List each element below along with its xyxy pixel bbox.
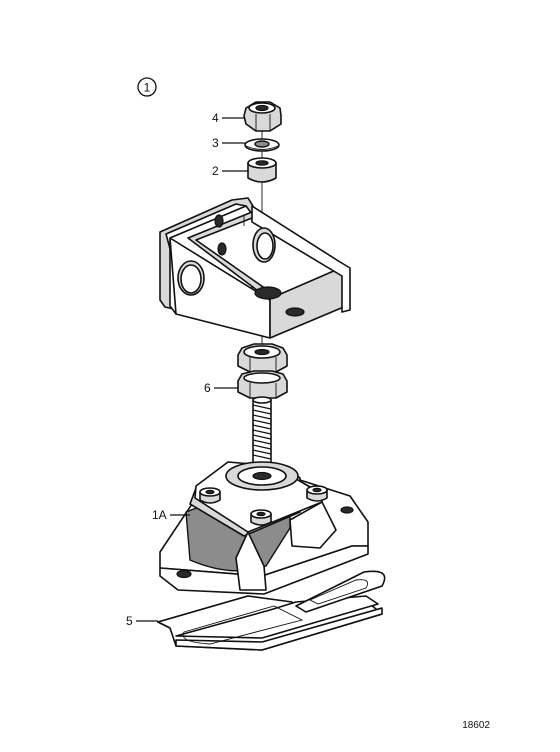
spacer-sleeve bbox=[247, 157, 277, 183]
callout-leaders bbox=[136, 117, 248, 622]
mount-bolt-front bbox=[250, 509, 272, 526]
shim-plates bbox=[157, 570, 386, 651]
adjusting-nuts bbox=[237, 343, 288, 399]
callout-3: 3 bbox=[212, 136, 219, 150]
figure-number-badge: 1 bbox=[137, 77, 157, 97]
mount-bolt-right bbox=[306, 485, 328, 502]
callout-4: 4 bbox=[212, 111, 219, 125]
threaded-stud bbox=[252, 396, 272, 479]
mount-bolt-left bbox=[199, 487, 221, 504]
top-nut bbox=[243, 101, 282, 132]
callout-1a: 1A bbox=[152, 508, 167, 522]
figure-number: 1 bbox=[144, 81, 151, 95]
mounting-bracket bbox=[159, 197, 351, 339]
engine-mount-body bbox=[159, 461, 369, 595]
reference-code: 18602 bbox=[462, 720, 490, 731]
washer bbox=[244, 138, 280, 152]
callout-2: 2 bbox=[212, 164, 219, 178]
callout-5: 5 bbox=[126, 614, 133, 628]
callout-6: 6 bbox=[204, 381, 211, 395]
